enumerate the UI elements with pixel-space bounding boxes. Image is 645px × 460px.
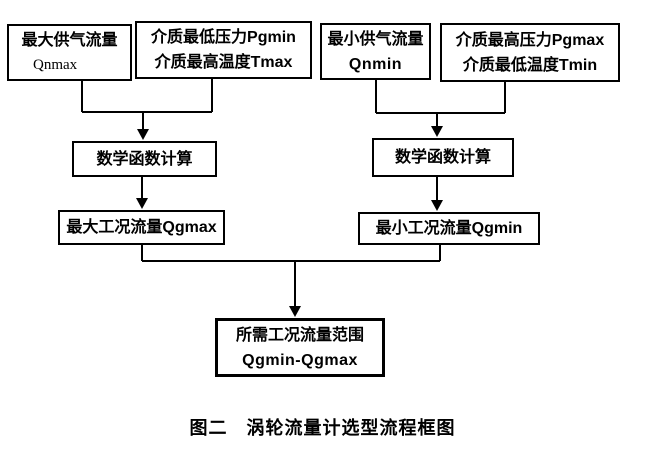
node-qgmax-label: 最大工况流量Qgmax [66, 219, 217, 236]
arrowhead-down-icon [431, 200, 443, 211]
node-qnmin: 最小供气流量 Qnmin [320, 23, 431, 80]
node-calc-right-label: 数学函数计算 [394, 149, 491, 166]
node-qnmin-symbol: Qnmin [348, 55, 403, 73]
node-pgmax-tmin: 介质最高压力Pgmax 介质最低温度Tmin [440, 23, 620, 82]
figure-caption: 图二 涡轮流量计选型流程框图 [189, 418, 456, 438]
node-range-label: 所需工况流量范围 [235, 326, 364, 344]
node-qgmin-label: 最小工况流量Qgmin [375, 220, 523, 237]
node-pgmax-label: 介质最高压力Pgmax [455, 31, 605, 49]
node-pgmin-tmax: 介质最低压力Pgmin 介质最高温度Tmax [135, 21, 312, 79]
node-range-symbol: Qgmin-Qgmax [242, 351, 358, 369]
node-qgmin: 最小工况流量Qgmin [358, 212, 540, 245]
edge-bottom-merge [141, 245, 441, 307]
arrowhead-down-icon [136, 198, 148, 209]
edge-left-merge [81, 78, 213, 130]
node-qnmin-label: 最小供气流量 [327, 30, 424, 48]
node-tmax-label: 介质最高温度Tmax [154, 54, 293, 71]
node-qnmax: 最大供气流量 Qnmax [7, 24, 132, 81]
node-calc-right: 数学函数计算 [372, 138, 514, 177]
node-calc-left: 数学函数计算 [72, 141, 217, 177]
node-pgmin-label: 介质最低压力Pgmin [151, 29, 296, 46]
node-tmin-label: 介质最低温度Tmin [462, 56, 598, 74]
node-qnmax-label: 最大供气流量 [21, 31, 118, 49]
node-calc-left-label: 数学函数计算 [96, 150, 193, 168]
arrowhead-down-icon [137, 129, 149, 140]
node-range: 所需工况流量范围 Qgmin-Qgmax [215, 318, 385, 377]
edge-right-merge [375, 80, 506, 128]
arrowhead-down-icon [289, 306, 301, 317]
arrowhead-down-icon [431, 126, 443, 137]
node-qgmax: 最大工况流量Qgmax [58, 210, 225, 245]
node-qnmax-symbol: Qnmax [33, 56, 78, 73]
